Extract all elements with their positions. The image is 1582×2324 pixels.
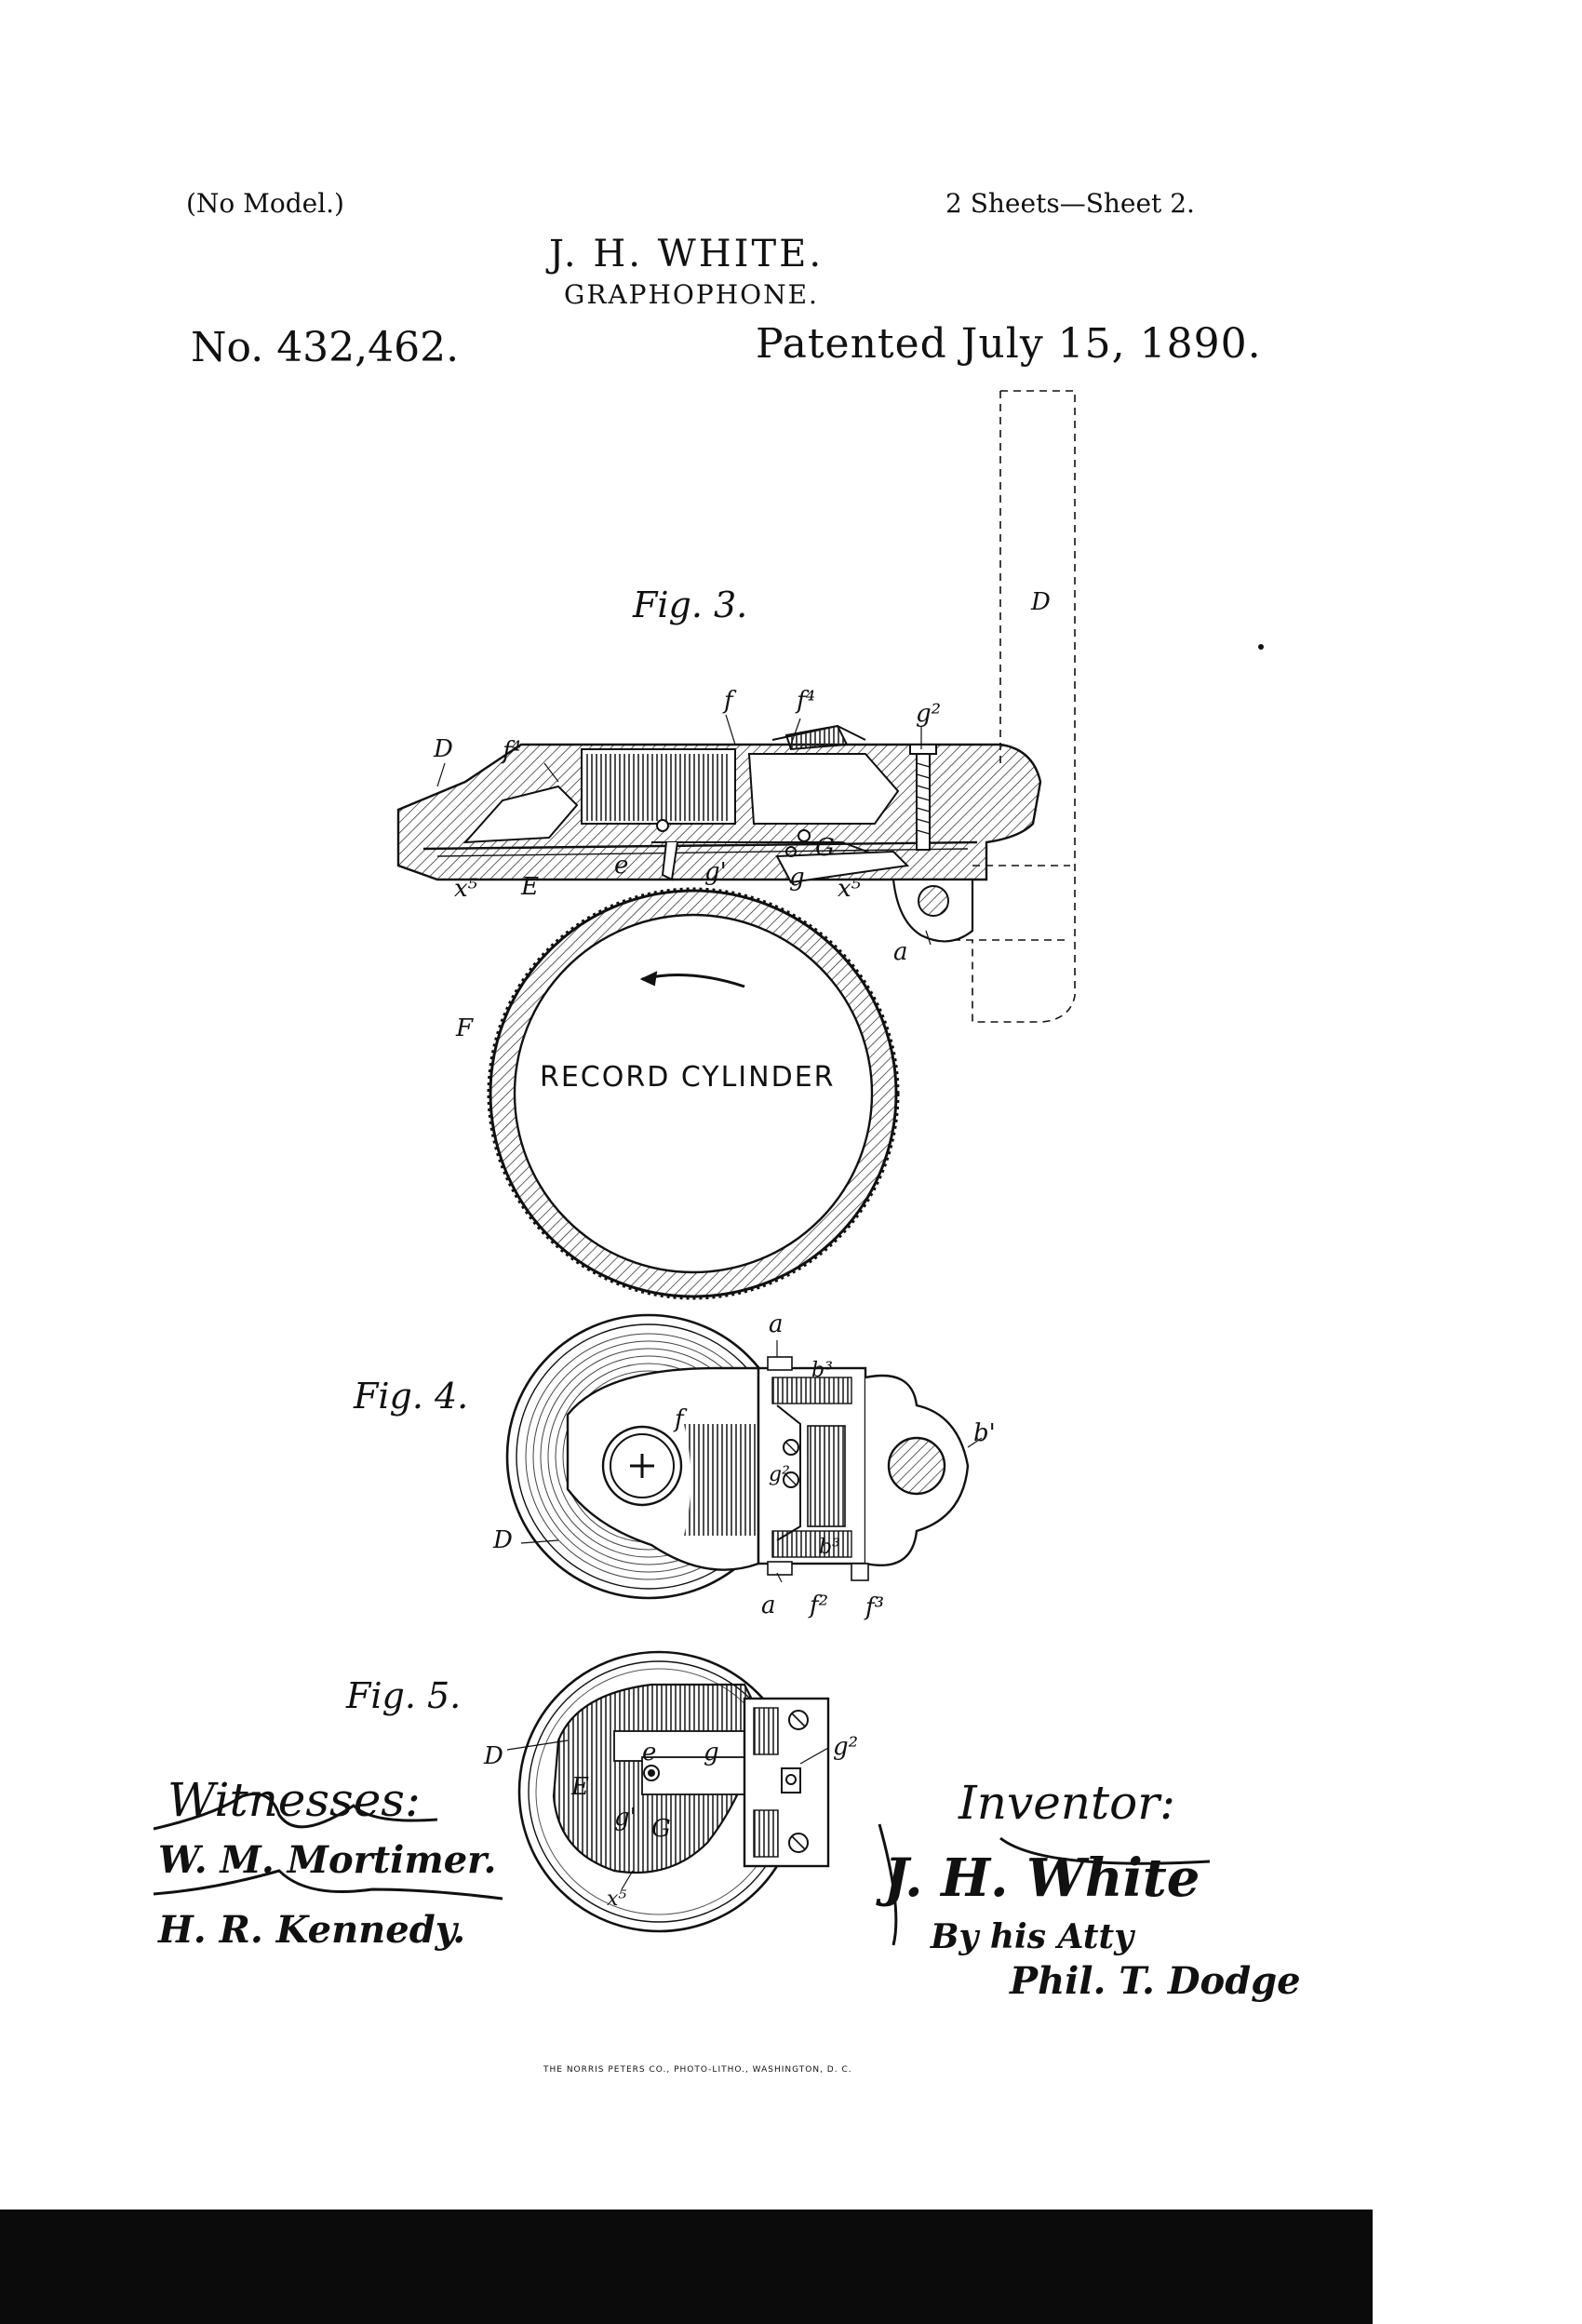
fig5-label-g: g (704, 1739, 719, 1767)
fig3-label-F: F (456, 1014, 474, 1042)
patent-number: No. 432,462. (191, 324, 460, 371)
fig4-label-b3-top: b³ (811, 1359, 833, 1382)
fig4-label-g2: g² (769, 1463, 790, 1486)
fig3-label-D-right: D (1031, 588, 1051, 616)
invention-title: GRAPHOPHONE. (564, 279, 819, 310)
record-cylinder-label: RECORD CYLINDER (540, 1061, 836, 1094)
record-cylinder (487, 887, 900, 1300)
fig3-caption: Fig. 3. (633, 584, 748, 625)
witness-signature-1: W. M. Mortimer. (158, 1838, 497, 1882)
fig4-label-b1: b' (973, 1419, 996, 1447)
fig3-label-E: E (521, 873, 539, 901)
fig3-label-f4-top: f⁴ (797, 687, 816, 715)
fig5-label-e: e (642, 1739, 657, 1767)
fig4-caption: Fig. 4. (354, 1376, 469, 1417)
no-model-note: (No Model.) (186, 188, 344, 219)
witnesses-label: Witnesses: (168, 1773, 421, 1827)
fig5-caption: Fig. 5. (346, 1675, 462, 1716)
figure-4 (505, 1313, 983, 1600)
fig3-label-g2: g² (916, 700, 942, 728)
fig4-label-b3-bottom: b³ (819, 1536, 840, 1559)
fig3-label-G: G (815, 834, 835, 862)
inventor-label: Inventor: (959, 1776, 1175, 1830)
fig4-label-f3: f³ (865, 1593, 885, 1621)
attorney-line-2: Phil. T. Dodge (1010, 1959, 1301, 2003)
fig3-label-g: g (789, 864, 805, 892)
fig4-label-a-bottom: a (761, 1592, 776, 1619)
fig4-label-a-top: a (769, 1310, 784, 1338)
printer-credit: THE NORRIS PETERS CO., PHOTO-LITHO., WAS… (543, 2065, 852, 2075)
fig5-label-g2: g² (833, 1733, 859, 1761)
fig3-label-f4-left: f⁴ (503, 737, 522, 765)
fig5-label-x5: x⁵ (607, 1887, 627, 1911)
fig3-label-x5-left: x⁵ (454, 875, 478, 903)
fig3-label-f: f (724, 687, 733, 715)
figure-3 (396, 390, 1076, 1300)
inventor-name-heading: J. H. WHITE. (549, 233, 825, 275)
attorney-line-1: By his Atty (931, 1917, 1134, 1956)
fig3-label-e: e (614, 852, 629, 880)
sheet-number: 2 Sheets—Sheet 2. (945, 188, 1195, 219)
ink-speck (1258, 644, 1264, 650)
inventor-signature: J. H. White (884, 1847, 1200, 1909)
signature-flourishes (153, 1793, 1211, 1946)
witness-signature-2: H. R. Kennedy. (158, 1908, 466, 1952)
fig5-label-G: G (651, 1815, 671, 1843)
fig3-label-a: a (893, 938, 908, 966)
fig5-label-D: D (484, 1742, 503, 1770)
fig3-label-x5-right: x⁵ (838, 875, 862, 903)
patent-date: Patented July 15, 1890. (756, 320, 1262, 368)
fig4-label-f: f (675, 1405, 684, 1433)
fig5-label-E: E (571, 1773, 589, 1801)
fig4-label-D: D (493, 1526, 513, 1554)
fig4-label-f2: f² (810, 1592, 829, 1619)
fig3-label-g1: g' (704, 858, 727, 886)
fig3-label-D-top: D (434, 735, 453, 763)
figure-5 (506, 1650, 830, 1933)
fig5-label-g1: g' (614, 1804, 637, 1832)
dashed-arm-outline (972, 390, 1076, 1023)
scan-border-bar (0, 2210, 1373, 2324)
